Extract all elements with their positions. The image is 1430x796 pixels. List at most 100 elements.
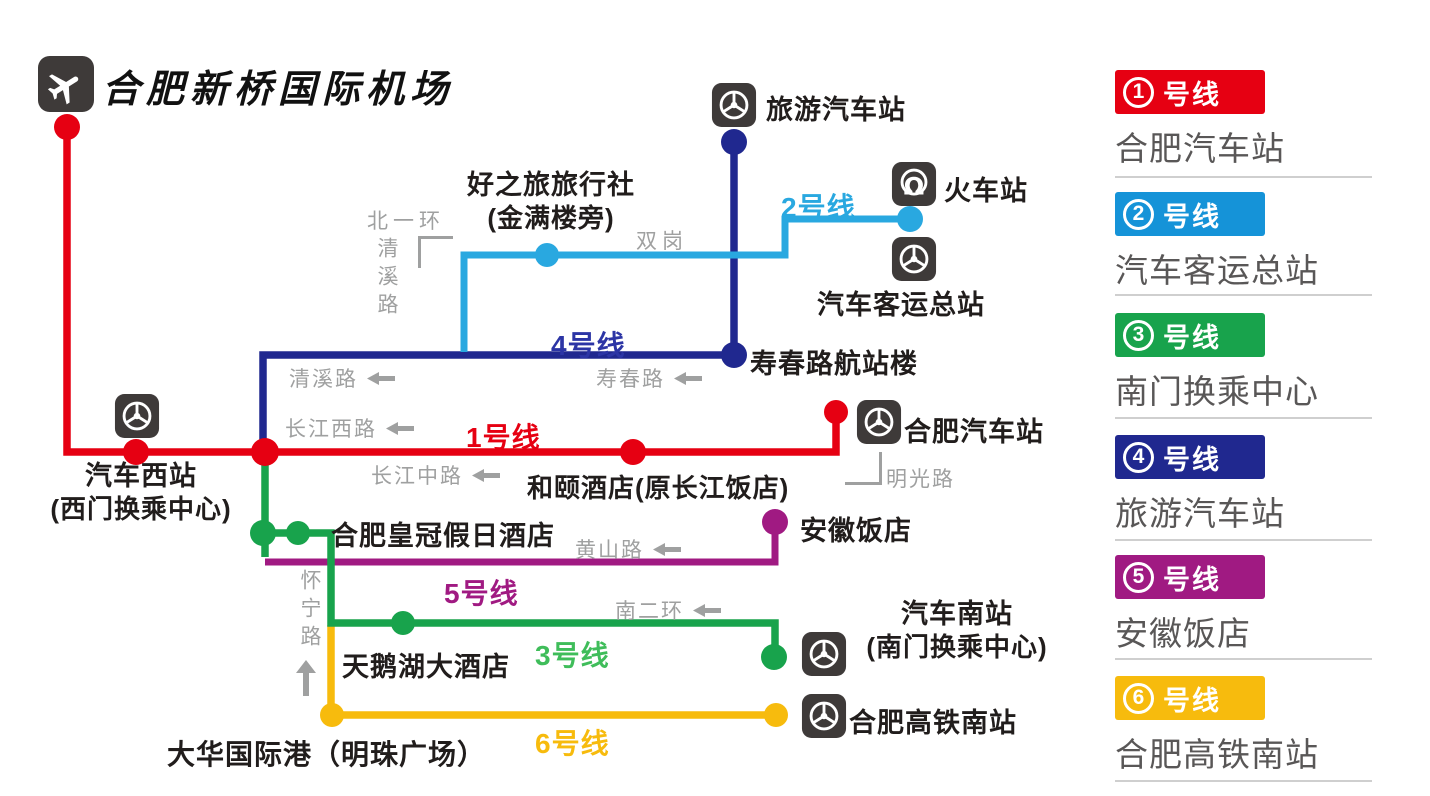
up-arrow-icon [296, 660, 316, 696]
road-label-changjiangzhonglu: 长江中路 [371, 460, 500, 490]
corner-bracket [845, 452, 882, 485]
railway-station-icon [891, 161, 937, 207]
legend-item-line6: 6 号线 合肥高铁南站 [1115, 676, 1377, 776]
line1-number: 1 [1123, 76, 1154, 108]
station-name: 汽车西站 [85, 461, 197, 491]
page-title: 合肥新桥国际机场 [102, 66, 455, 111]
line6-suffix: 号线 [1163, 685, 1221, 716]
line3-route [261, 452, 779, 657]
bus-station-icon [856, 399, 902, 445]
station-dot-airport [54, 114, 80, 140]
legend-item-line3: 3 号线 南门换乘中心 [1115, 313, 1377, 413]
station-dot-hefeiqichezhan [824, 400, 848, 424]
road-label-shouchunlu: 寿春路 [596, 363, 702, 393]
left-arrow-icon [693, 603, 721, 617]
line2-number: 2 [1123, 198, 1154, 230]
road-label-mingguanglu: 明光路 [886, 463, 955, 493]
road-label-qingxilu-vertical: 清溪路 [375, 237, 398, 321]
station-label-qichexizhan: 汽车西站 (西门换乘中心) [32, 460, 250, 526]
line2-label: 2号线 [781, 192, 856, 223]
station-dot-qichexizhan [123, 439, 149, 465]
station-label-lvyou: 旅游汽车站 [766, 95, 906, 125]
corner-bracket [418, 236, 453, 268]
line5-suffix: 号线 [1163, 564, 1221, 595]
line3-number: 3 [1123, 319, 1154, 351]
road-label-beiyihuan: 北一环 [367, 205, 445, 235]
road-text: 北一环 [367, 210, 445, 233]
station-label-keyunzongzhan: 汽车客运总站 [817, 290, 985, 320]
line6-terminal: 合肥高铁南站 [1115, 736, 1319, 773]
station-subname: (西门换乘中心) [50, 494, 232, 524]
line4-route [259, 143, 738, 452]
line6-badge: 6 号线 [1115, 676, 1265, 720]
bus-station-icon [114, 393, 160, 439]
line5-terminal: 安徽饭店 [1115, 615, 1251, 652]
road-label-nanerhuan: 南二环 [615, 595, 721, 625]
station-label-heyijiudian: 和颐酒店(原长江饭店) [527, 473, 790, 503]
line2-suffix: 号线 [1163, 201, 1221, 232]
road-text: 双岗 [636, 230, 688, 253]
line1-label: 1号线 [466, 422, 541, 453]
line2-terminal: 汽车客运总站 [1115, 252, 1319, 289]
line1-route [63, 127, 840, 456]
line3-terminal: 南门换乘中心 [1115, 373, 1319, 410]
station-label-shouchunlu: 寿春路航站楼 [750, 349, 918, 379]
station-dot-qichenanzhan [761, 644, 787, 670]
station-dot-heyijiudian [620, 439, 646, 465]
station-label-huangguan: 合肥皇冠假日酒店 [331, 521, 555, 551]
bus-station-icon [891, 236, 937, 282]
line4-suffix: 号线 [1163, 444, 1221, 475]
line3-label: 3号线 [535, 640, 610, 671]
road-label-huaininglu-vertical: 怀宁路 [298, 569, 321, 653]
station-label-hefeiqichezhan: 合肥汽车站 [904, 417, 1044, 447]
line2-route [460, 215, 910, 352]
station-dot-huangguan-b [286, 521, 310, 545]
station-name: 汽车南站 [901, 599, 1013, 629]
road-text: 黄山路 [575, 539, 644, 562]
left-arrow-icon [653, 542, 681, 556]
line4-label: 4号线 [551, 330, 626, 361]
line2-badge: 2 号线 [1115, 192, 1265, 236]
road-label-qingxilu: 清溪路 [289, 363, 395, 393]
road-label-changjiangxilu: 长江西路 [285, 413, 414, 443]
station-dot-gaotienanzhan [764, 703, 788, 727]
station-label-haozhilv: 好之旅旅行社 (金满楼旁) [436, 169, 666, 235]
line4-number: 4 [1123, 441, 1154, 473]
line1-badge: 1 号线 [1115, 70, 1265, 114]
station-label-gaotienanzhan: 合肥高铁南站 [849, 708, 1017, 738]
line5-badge: 5 号线 [1115, 555, 1265, 599]
legend-item-line5: 5 号线 安徽饭店 [1115, 555, 1377, 655]
station-dot-haozhilv [535, 243, 559, 267]
road-text: 寿春路 [596, 368, 665, 391]
legend-divider [1115, 294, 1372, 296]
legend-item-line4: 4 号线 旅游汽车站 [1115, 435, 1377, 535]
station-label-huochezhan: 火车站 [944, 176, 1028, 206]
station-dot-tianehu [391, 611, 415, 635]
line6-number: 6 [1123, 682, 1154, 714]
road-text: 长江中路 [371, 465, 463, 488]
station-name: 好之旅旅行社 [467, 170, 635, 200]
road-text: 清溪路 [289, 368, 358, 391]
station-subname: (金满楼旁) [487, 203, 615, 233]
station-dot-huangguan-a [250, 520, 276, 546]
station-label-anhuifandian: 安徽饭店 [800, 516, 912, 546]
road-text: 南二环 [615, 600, 684, 623]
left-arrow-icon [674, 371, 702, 385]
legend-divider [1115, 780, 1372, 782]
line6-label: 6号线 [535, 728, 610, 759]
legend-item-line1: 1 号线 合肥汽车站 [1115, 70, 1377, 170]
station-dot-shouchunlu [721, 342, 747, 368]
road-label-huangshanlu: 黄山路 [575, 534, 681, 564]
line5-route [265, 522, 779, 566]
station-dot-dahua [320, 703, 344, 727]
line4-terminal: 旅游汽车站 [1115, 495, 1285, 532]
station-dot-lvyouqichezhan [721, 129, 747, 155]
line5-number: 5 [1123, 561, 1154, 593]
road-text: 长江西路 [285, 418, 377, 441]
station-subname: (南门换乘中心) [866, 632, 1048, 662]
legend-divider [1115, 658, 1372, 660]
airplane-icon [38, 56, 94, 112]
station-label-dahua: 大华国际港（明珠广场） [167, 739, 487, 770]
road-label-shuanggang: 双岗 [636, 225, 688, 255]
